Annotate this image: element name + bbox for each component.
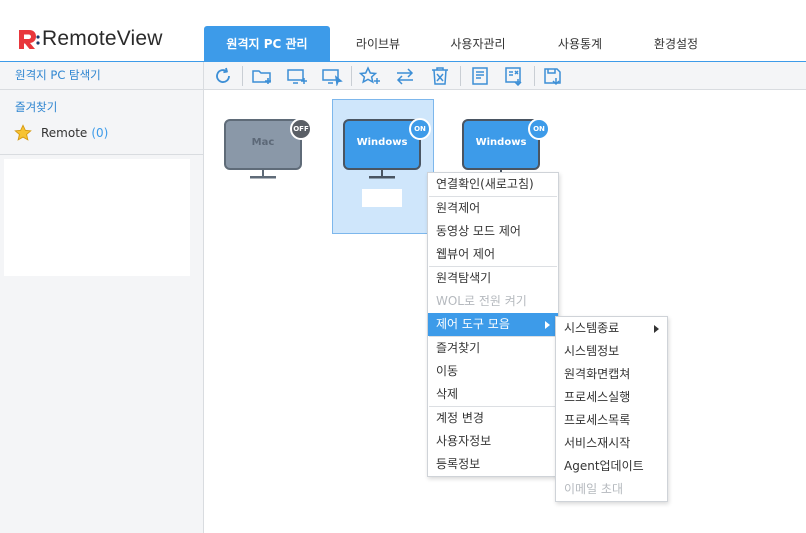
pc-label: Windows — [475, 137, 527, 148]
add-pc-button[interactable] — [286, 66, 308, 86]
sidebar: 원격지 PC 탐색기 즐겨찾기 Remote (0) — [0, 62, 204, 533]
submenu-arrow-icon — [545, 321, 550, 329]
status-badge-on: ON — [409, 118, 431, 140]
menu-separator — [429, 336, 557, 337]
refresh-icon — [216, 67, 230, 83]
submenu-item-email-invite: 이메일 초대 — [564, 482, 624, 496]
menu-item-wol-power-on: WOL로 전원 켜기 — [436, 294, 527, 308]
submenu-item-system-info[interactable]: 시스템정보 — [564, 344, 620, 358]
monitor-icon — [224, 119, 302, 179]
menu-item-connection-check[interactable]: 연결확인(새로고침) — [436, 177, 534, 191]
delete-button[interactable] — [429, 66, 451, 86]
main-tabs: 원격지 PC 관리 라이브뷰 사용자관리 사용통계 환경설정 — [204, 26, 722, 61]
menu-item-label: 시스템종료 — [564, 321, 620, 335]
status-badge-on: ON — [528, 118, 550, 140]
status-badge-off: OFF — [290, 118, 312, 140]
favorite-item-remote[interactable]: Remote (0) — [0, 121, 203, 145]
sidebar-title: 원격지 PC 탐색기 — [0, 62, 203, 90]
toolbar-separator — [460, 66, 461, 86]
export-icon — [505, 67, 522, 86]
star-icon — [14, 124, 32, 141]
menu-item-control-tools[interactable]: 제어 도구 모음 — [428, 313, 558, 336]
submenu-arrow-icon — [654, 325, 659, 333]
submenu-item-screen-capture[interactable]: 원격화면캡쳐 — [564, 367, 631, 381]
context-menu: 연결확인(새로고침) 원격제어 동영상 모드 제어 웹뷰어 제어 원격탐색기 W… — [427, 172, 559, 477]
add-favorite-button[interactable] — [359, 66, 381, 86]
tab-remote-pc-management[interactable]: 원격지 PC 관리 — [204, 26, 330, 61]
menu-item-user-info[interactable]: 사용자정보 — [436, 434, 492, 448]
menu-item-remote-explorer[interactable]: 원격탐색기 — [436, 271, 492, 285]
delete-icon — [432, 67, 448, 85]
sidebar-divider — [0, 154, 203, 155]
favorites-title[interactable]: 즐겨찾기 — [15, 100, 58, 114]
menu-item-video-mode-control[interactable]: 동영상 모드 제어 — [436, 224, 521, 238]
submenu-item-system-shutdown[interactable]: 시스템종료 — [556, 317, 667, 340]
new-folder-button[interactable] — [251, 66, 273, 86]
tab-liveview[interactable]: 라이브뷰 — [355, 37, 401, 51]
menu-item-remote-control[interactable]: 원격제어 — [436, 201, 481, 215]
tab-usage-statistics[interactable]: 사용통계 — [557, 37, 603, 51]
pc-move-icon — [322, 69, 343, 86]
swap-button[interactable] — [394, 66, 416, 86]
remoteview-logo-icon — [19, 30, 40, 49]
control-tools-submenu: 시스템종료 시스템정보 원격화면캡쳐 프로세스실행 프로세스목록 서비스재시작 … — [555, 316, 668, 502]
memo-icon — [472, 67, 488, 85]
menu-separator — [429, 266, 557, 267]
refresh-button[interactable] — [212, 66, 234, 86]
pc-move-button[interactable] — [321, 66, 343, 86]
logo-text: RemoteView — [42, 27, 163, 50]
toolbar — [204, 62, 806, 90]
sidebar-panel — [4, 159, 190, 276]
favorite-item-label: Remote — [41, 126, 88, 140]
memo-button[interactable] — [469, 66, 491, 86]
submenu-item-agent-update[interactable]: Agent업데이트 — [564, 459, 644, 473]
swap-icon — [396, 68, 414, 85]
tab-user-management[interactable]: 사용자관리 — [450, 37, 506, 51]
new-folder-icon — [252, 70, 271, 84]
menu-item-move[interactable]: 이동 — [436, 364, 459, 378]
menu-item-properties[interactable]: 등록정보 — [436, 457, 481, 471]
add-favorite-icon — [359, 66, 380, 84]
pc-label: Mac — [251, 137, 275, 148]
tab-settings[interactable]: 환경설정 — [653, 37, 699, 51]
pc-name-edit-box[interactable] — [362, 189, 402, 207]
menu-item-label: 제어 도구 모음 — [436, 317, 510, 331]
menu-item-webviewer-control[interactable]: 웹뷰어 제어 — [436, 247, 496, 261]
add-pc-icon — [287, 69, 307, 84]
submenu-item-run-process[interactable]: 프로세스실행 — [564, 390, 631, 404]
toolbar-separator — [534, 66, 535, 86]
monitor-icon — [343, 119, 421, 179]
menu-item-delete[interactable]: 삭제 — [436, 387, 459, 401]
menu-item-change-account[interactable]: 계정 변경 — [436, 411, 484, 425]
submenu-item-restart-service[interactable]: 서비스재시작 — [564, 436, 631, 450]
pc-label: Windows — [356, 137, 408, 148]
submenu-item-process-list[interactable]: 프로세스목록 — [564, 413, 631, 427]
toolbar-separator — [351, 66, 352, 86]
save-button[interactable] — [542, 66, 564, 86]
logo: RemoteView — [16, 26, 163, 52]
toolbar-separator — [242, 66, 243, 86]
export-button[interactable] — [503, 66, 525, 86]
pc-item-windows-1[interactable]: Windows ON — [343, 118, 431, 181]
menu-item-favorites[interactable]: 즐겨찾기 — [436, 341, 481, 355]
save-icon — [544, 68, 561, 86]
header-divider — [0, 61, 806, 62]
menu-separator — [429, 196, 557, 197]
pc-item-mac[interactable]: Mac OFF — [224, 118, 312, 181]
favorite-item-count: (0) — [91, 126, 109, 140]
menu-separator — [429, 406, 557, 407]
